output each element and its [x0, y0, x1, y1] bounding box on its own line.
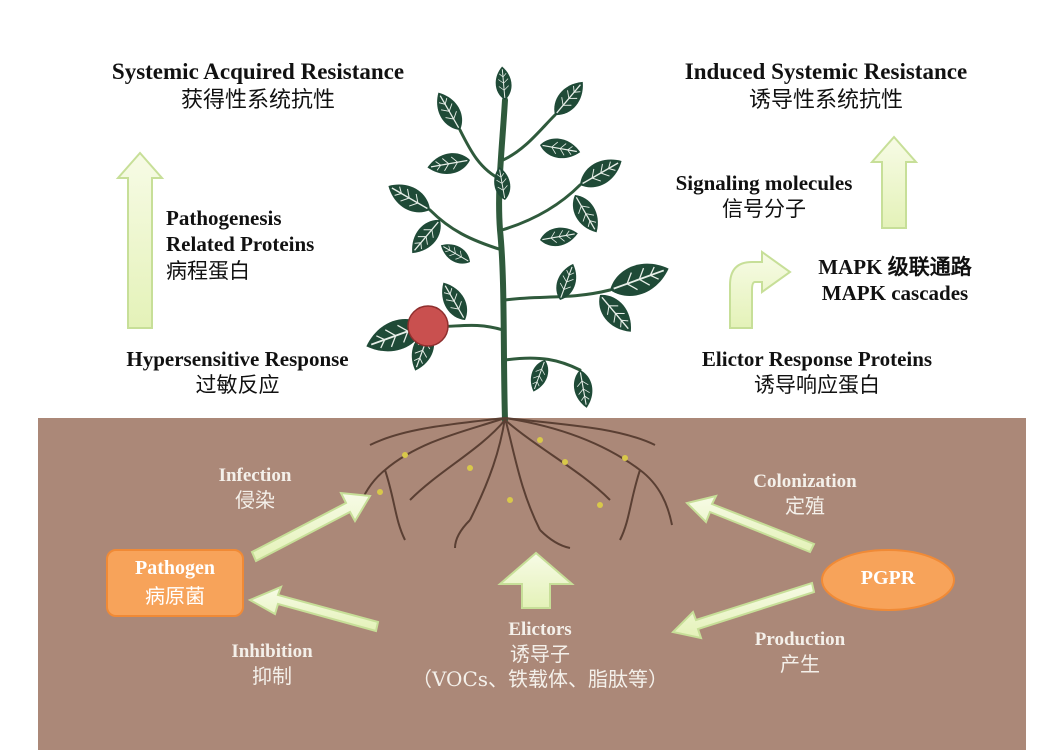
signaling-cn: 信号分子: [722, 197, 806, 222]
roots: [354, 417, 673, 549]
production-en: Production: [754, 629, 846, 650]
erp-cn: 诱导响应蛋白: [754, 373, 880, 398]
colonization-en: Colonization: [753, 471, 857, 492]
colonization-arrow: [685, 494, 816, 554]
inhibition-arrow: [247, 585, 380, 633]
pathogen-box: Pathogen 病原菌: [106, 549, 244, 617]
pgpr-text: PGPR: [860, 567, 916, 589]
right-up-arrow: [869, 135, 919, 229]
hr-label: Hypersensitive Response 过敏反应: [100, 346, 375, 399]
hr-en: Hypersensitive Response: [126, 347, 349, 371]
production-arrow: [670, 581, 816, 640]
elicitors-label: Elictors 诱导子 （VOCs、铁载体、脂肽等）: [380, 618, 700, 692]
pr-en-line2: Related Proteins: [166, 232, 315, 257]
colonization-label: Colonization 定殖: [730, 470, 880, 519]
elicitors-cn: 诱导子: [510, 641, 570, 666]
elicitors-examples: （VOCs、铁载体、脂肽等）: [411, 666, 669, 691]
production-label: Production 产生: [732, 628, 868, 677]
isr-title: Induced Systemic Resistance 诱导性系统抗性: [650, 58, 1002, 114]
mapk-label: MAPK 级联通路 MAPK cascades: [795, 254, 995, 307]
isr-title-cn: 诱导性系统抗性: [748, 87, 903, 113]
isr-title-en: Induced Systemic Resistance: [684, 59, 968, 84]
pr-cn: 病程蛋白: [166, 258, 250, 283]
inhibition-en: Inhibition: [231, 641, 313, 662]
root-nodules: [377, 437, 628, 508]
sar-title-en: Systemic Acquired Resistance: [111, 59, 405, 84]
signaling-en: Signaling molecules: [675, 171, 853, 195]
pgpr-ellipse: [821, 549, 955, 611]
fruit-icon: [407, 305, 449, 347]
left-up-arrow: [115, 151, 165, 329]
plant: [423, 97, 612, 423]
erp-en: Elictor Response Proteins: [701, 347, 933, 371]
elicitors-arrow: [497, 551, 575, 609]
infection-cn: 侵染: [235, 487, 275, 512]
pathogen-en: Pathogen: [135, 557, 215, 579]
inhibition-cn: 抑制: [252, 663, 292, 688]
signaling-label: Signaling molecules 信号分子: [654, 170, 874, 223]
infection-label: Infection 侵染: [200, 464, 310, 513]
production-cn: 产生: [780, 651, 820, 676]
erp-label: Elictor Response Proteins 诱导响应蛋白: [672, 346, 962, 399]
pathogen-cn: 病原菌: [145, 584, 205, 608]
pr-proteins-label: Pathogenesis Related Proteins 病程蛋白: [166, 205, 314, 284]
sar-title: Systemic Acquired Resistance 获得性系统抗性: [78, 58, 438, 114]
mapk-en: MAPK cascades: [821, 281, 969, 306]
mapk-curved-arrow: [729, 250, 792, 329]
pr-en-line1: Pathogenesis: [166, 206, 282, 230]
infection-arrow: [250, 491, 372, 563]
infection-en: Infection: [218, 465, 292, 486]
inhibition-label: Inhibition 抑制: [212, 640, 332, 689]
pgpr-label: PGPR: [822, 566, 954, 591]
hr-cn: 过敏反应: [195, 373, 280, 398]
mapk-cn: MAPK 级联通路: [818, 255, 972, 279]
elicitors-en: Elictors: [508, 619, 572, 640]
colonization-cn: 定殖: [785, 493, 825, 518]
sar-title-cn: 获得性系统抗性: [180, 87, 335, 113]
